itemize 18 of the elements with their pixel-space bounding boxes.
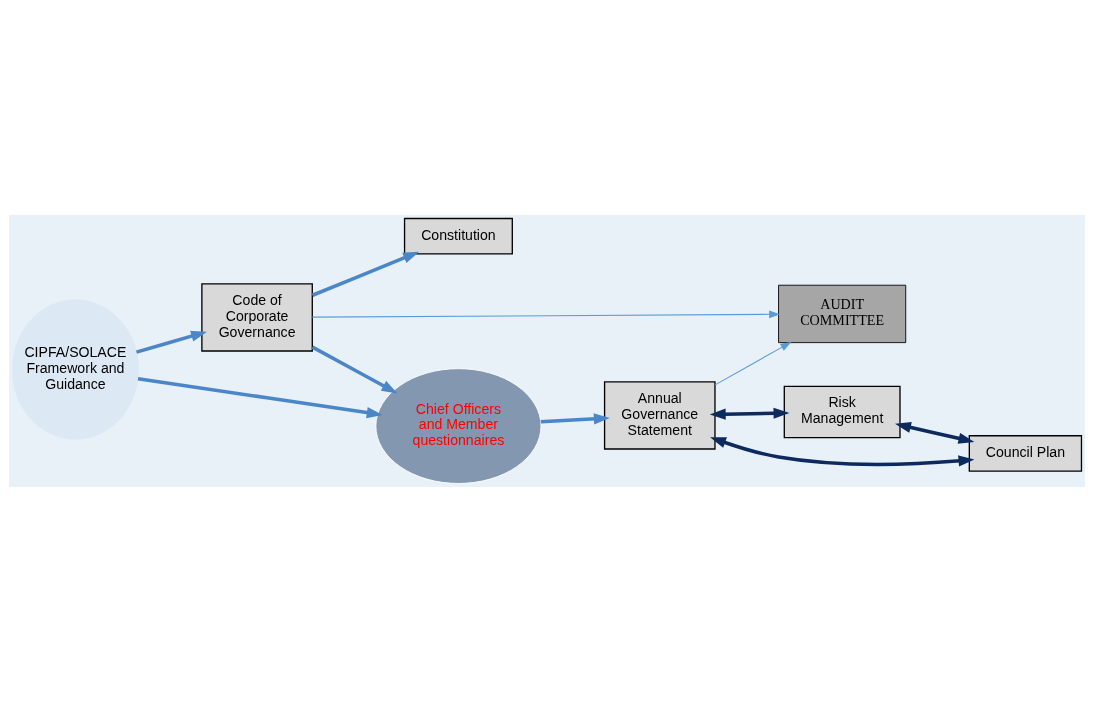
node-box: Code of Corporate Governance xyxy=(201,283,313,352)
arrow xyxy=(311,345,398,394)
node-box: AUDIT COMMITTEE xyxy=(778,284,907,344)
node-circle: CIPFA/SOLACE Framework and Guidance xyxy=(11,299,139,440)
arrow xyxy=(709,407,790,420)
arrow xyxy=(540,413,610,425)
arrow xyxy=(137,376,383,419)
node-box: Risk Management xyxy=(783,385,901,439)
arrow xyxy=(135,330,207,354)
arrow xyxy=(895,421,975,444)
arrow xyxy=(714,341,792,386)
node-box: Constitution xyxy=(403,217,513,255)
arrow xyxy=(311,310,781,319)
node-box: Council Plan xyxy=(968,435,1083,472)
node-box: Annual Governance Statement xyxy=(603,381,716,450)
arrow xyxy=(311,251,420,297)
arrow xyxy=(710,437,975,467)
node-ellipse: Chief Officers and Member questionnaires xyxy=(375,368,542,484)
